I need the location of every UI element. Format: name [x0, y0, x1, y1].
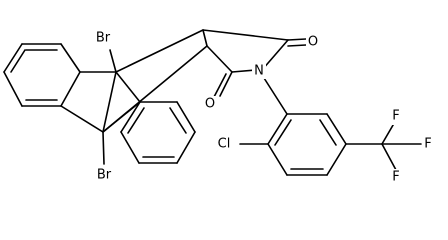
chlorine-label: Cl [218, 137, 231, 152]
fluorine-atom-bottom: F [390, 169, 402, 186]
oxygen-label-bottom: O [205, 97, 215, 112]
bromine-label-top: Br [96, 31, 111, 46]
bromine-label-bottom: Br [97, 168, 112, 183]
bridgehead-bonds [60, 29, 208, 165]
fluorine-label-bottom: F [392, 170, 399, 185]
nitrogen-label: N [254, 64, 264, 79]
bond-layer [3, 29, 422, 176]
n-aryl-bond [263, 77, 288, 115]
chemical-structure: Br Br O O N Cl F F [3, 29, 434, 186]
fluorine-atom-right: F [422, 136, 434, 153]
oxygen-atom-top: O [306, 33, 320, 50]
fluorine-label-right: F [424, 137, 431, 152]
bromine-atom-top: Br [92, 29, 114, 46]
imide-ring [202, 29, 307, 98]
oxygen-label-top: O [308, 35, 318, 50]
chlorine-atom: Cl [212, 136, 236, 153]
fluorine-label-top: F [392, 109, 399, 124]
right-benzene-ring [120, 101, 196, 164]
left-benzene-ring [3, 43, 81, 107]
oxygen-atom-bottom: O [203, 96, 217, 113]
fluorine-atom-top: F [390, 108, 402, 125]
aryl-ring [267, 113, 347, 176]
bromine-atom-bottom: Br [93, 166, 115, 183]
nitrogen-atom: N [252, 62, 266, 79]
cf-bond-bottom [381, 143, 397, 171]
atom-label-layer: Br Br O O N Cl F F [92, 29, 434, 186]
